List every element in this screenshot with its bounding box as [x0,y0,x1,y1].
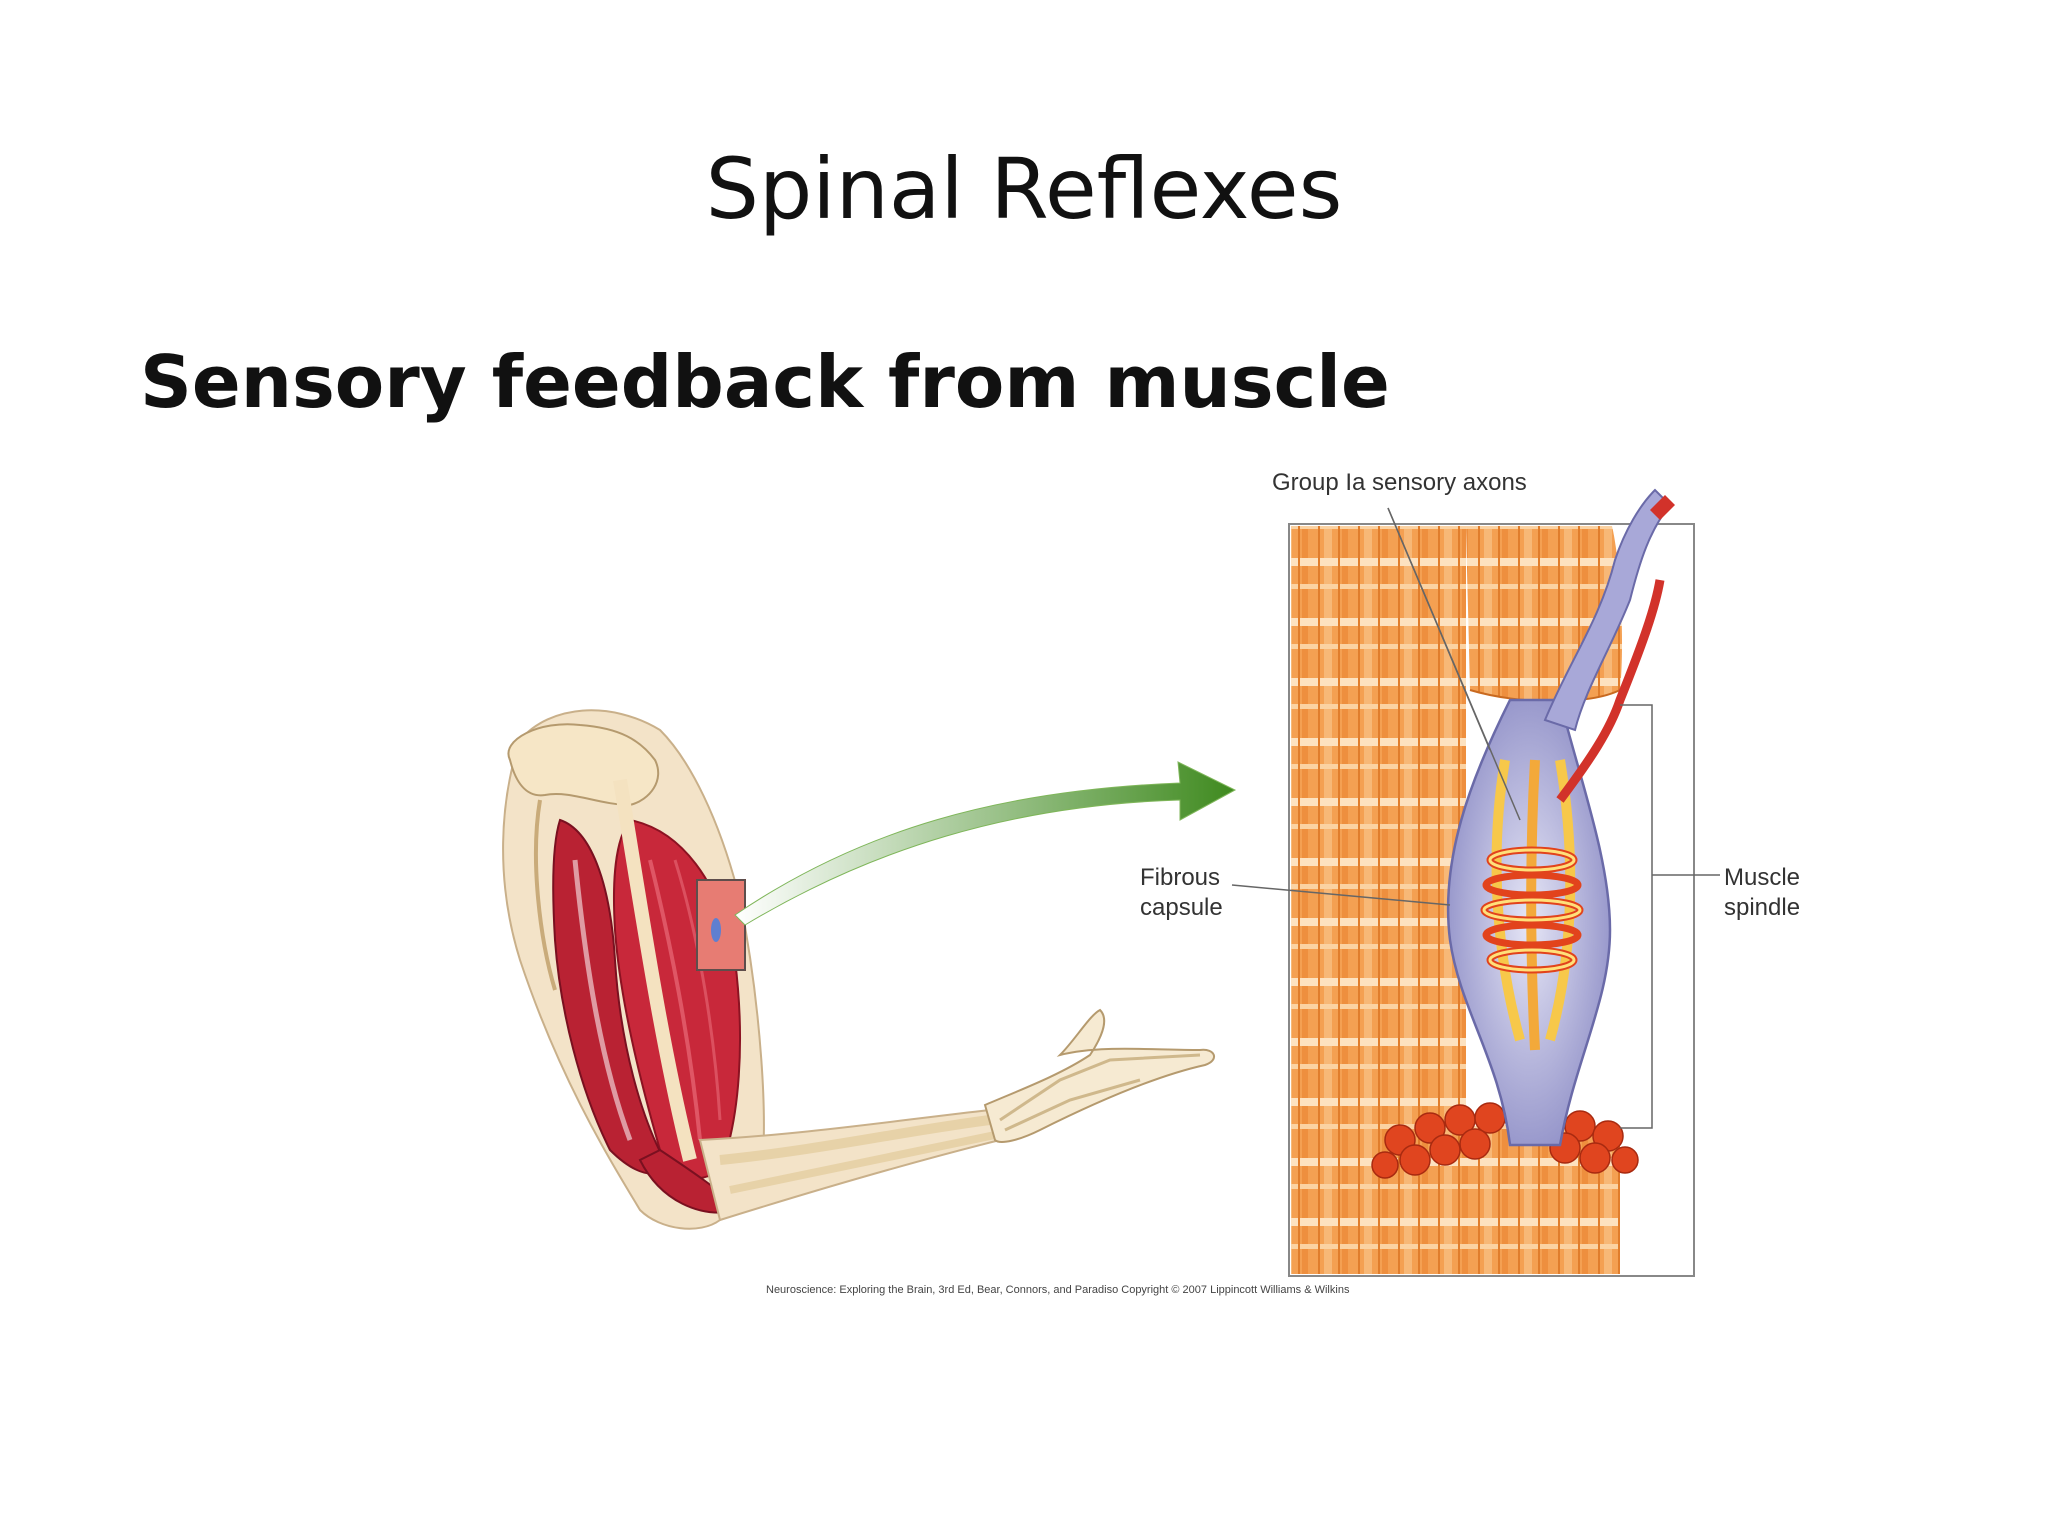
label-muscle-spindle-line1: Muscle [1724,864,1800,891]
zoom-arrow [734,761,1237,926]
label-fibrous-capsule-line2: capsule [1140,894,1223,921]
label-fibrous-capsule-line1: Fibrous [1140,864,1220,891]
highlight-box [696,879,746,971]
muscle-closeup [1288,488,1695,1277]
label-group-ia-axons: Group Ia sensory axons [1272,469,1527,496]
hand [983,1008,1215,1143]
slide-title: Spinal Reflexes [705,140,1343,238]
label-muscle-spindle-line2: spindle [1724,894,1800,921]
slide-subtitle: Sensory feedback from muscle [140,340,1390,424]
arm-illustration [502,709,1215,1230]
figure-credit: Neuroscience: Exploring the Brain, 3rd E… [766,1284,1350,1296]
motor-axon [1556,579,1665,803]
